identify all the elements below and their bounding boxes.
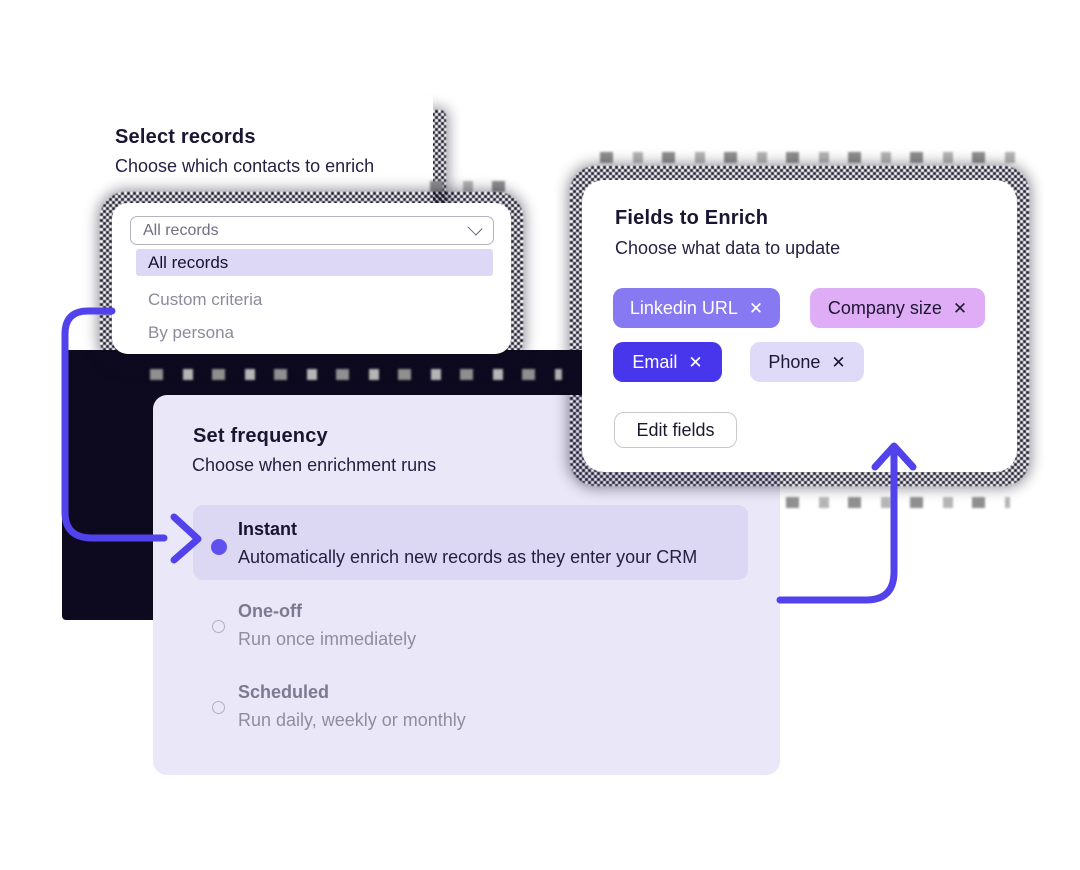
fields-subtitle: Choose what data to update (615, 238, 841, 258)
records-select[interactable]: All records (130, 216, 494, 245)
set-frequency-title: Set frequency (193, 425, 328, 447)
tag-linkedin-url[interactable]: Linkedin URL ✕ (613, 288, 780, 328)
edit-fields-button[interactable]: Edit fields (614, 412, 737, 448)
tag-label: Email (632, 351, 678, 372)
tag-email[interactable]: Email ✕ (613, 342, 722, 382)
tag-label: Company size (827, 297, 942, 318)
frequency-one-off-label: One-off (238, 601, 302, 621)
glitch-dashes (150, 369, 562, 380)
select-records-title: Select records (115, 126, 256, 148)
remove-icon[interactable]: ✕ (688, 352, 703, 372)
fields-to-enrich-card: Fields to Enrich Choose what data to upd… (582, 180, 1017, 472)
remove-icon[interactable]: ✕ (831, 352, 846, 372)
frequency-option-instant[interactable] (193, 505, 748, 580)
tag-company-size[interactable]: Company size ✕ (810, 288, 985, 328)
glitch-dashes (600, 152, 1015, 163)
tag-label: Linkedin URL (629, 297, 738, 318)
frequency-scheduled-label: Scheduled (238, 682, 330, 702)
tag-phone[interactable]: Phone ✕ (750, 342, 864, 382)
radio-selected-icon[interactable] (211, 539, 227, 555)
frequency-instant-desc: Automatically enrich new records as they… (238, 547, 698, 567)
radio-unselected-icon[interactable] (212, 620, 225, 633)
radio-unselected-icon[interactable] (212, 701, 225, 714)
dropdown-option-custom-criteria[interactable]: Custom criteria (148, 289, 263, 309)
remove-icon[interactable]: ✕ (748, 298, 764, 318)
frequency-instant-label: Instant (238, 519, 298, 539)
tag-label: Phone (768, 351, 821, 372)
fields-title: Fields to Enrich (615, 207, 769, 229)
glitch-dashes (786, 497, 1010, 508)
chevron-down-icon (467, 220, 483, 236)
records-select-value: All records (143, 221, 219, 239)
set-frequency-subtitle: Choose when enrichment runs (192, 455, 437, 475)
select-records-subtitle: Choose which contacts to enrich (115, 156, 375, 176)
dropdown-option-by-persona[interactable]: By persona (148, 322, 234, 342)
dropdown-option-all-records[interactable]: All records (136, 249, 493, 276)
frequency-one-off-desc: Run once immediately (238, 629, 417, 649)
remove-icon[interactable]: ✕ (952, 298, 968, 318)
glitch-dashes (430, 181, 510, 192)
frequency-scheduled-desc: Run daily, weekly or monthly (238, 710, 466, 730)
records-dropdown-card: All records All records Custom criteria … (112, 203, 511, 354)
